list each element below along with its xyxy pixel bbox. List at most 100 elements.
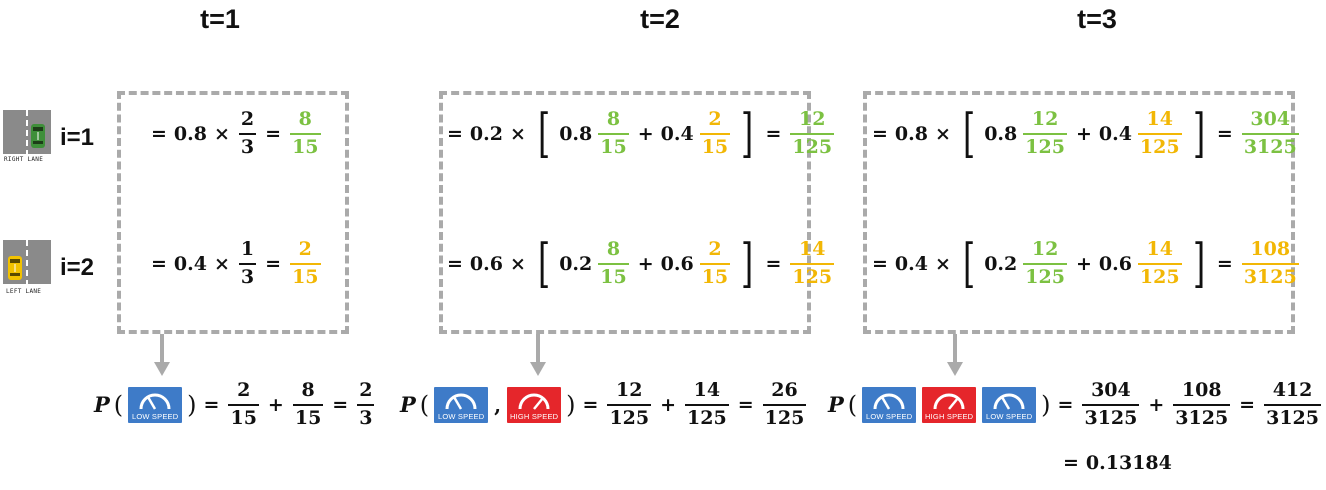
times-sign: × — [213, 252, 230, 275]
denominator: 125 — [1137, 263, 1182, 288]
denominator: 125 — [790, 263, 835, 288]
gauge-label: LOW SPEED — [437, 411, 485, 421]
numerator: 14 — [1146, 238, 1173, 261]
denominator: 3125 — [1241, 263, 1299, 288]
coefficient: 0.6 — [1098, 253, 1132, 275]
coefficient: 0.8 — [173, 122, 207, 145]
coefficient: 0.6 — [469, 253, 503, 275]
equals-sign: = — [872, 253, 888, 275]
equals-sign: = — [1216, 123, 1233, 145]
numerator: 2 — [240, 108, 255, 130]
low-speed-gauge-icon: LOW SPEED — [862, 386, 917, 423]
denominator: 125 — [607, 403, 652, 429]
coefficient: 0.8 — [894, 123, 928, 145]
denominator: 125 — [790, 133, 835, 158]
times-sign: × — [934, 253, 951, 275]
numerator: 8 — [606, 108, 621, 131]
numerator: 108 — [1250, 238, 1291, 261]
left-bracket: [ — [537, 104, 551, 164]
column-title-t1: t=1 — [200, 4, 240, 34]
denominator: 125 — [1137, 133, 1182, 158]
comma: , — [494, 392, 502, 417]
numerator: 12 — [798, 108, 826, 131]
equals-sign: = — [151, 122, 167, 145]
probability-symbol: P — [400, 392, 416, 418]
times-sign: × — [934, 123, 951, 145]
numerator: 108 — [1181, 379, 1222, 401]
left-lane-label: LEFT LANE — [6, 288, 42, 295]
equals-sign: = — [737, 393, 754, 416]
column-title-t2: t=2 — [640, 4, 680, 34]
denominator: 3 — [238, 262, 257, 288]
right-lane-label: RIGHT LANE — [4, 156, 44, 163]
coefficient: 0.8 — [559, 123, 593, 145]
denominator: 15 — [290, 132, 321, 158]
high-speed-gauge-icon: HIGH SPEED — [922, 386, 977, 423]
probability-t3: P ( LOW SPEED HIGH SPEED LOW SPEED ) = 3… — [828, 379, 1323, 429]
right-bracket: ] — [741, 234, 754, 294]
gauge-label: LOW SPEED — [985, 411, 1033, 421]
numerator: 2 — [359, 379, 373, 401]
equals-sign: = — [582, 393, 599, 416]
denominator: 15 — [290, 262, 321, 288]
close-paren: ) — [187, 390, 197, 419]
coefficient: 0.4 — [660, 123, 694, 145]
denominator: 125 — [1023, 263, 1067, 288]
times-sign: × — [509, 123, 526, 145]
coefficient: 0.4 — [1098, 123, 1132, 145]
left-bracket: [ — [537, 234, 551, 294]
open-paren: ( — [113, 390, 124, 419]
numerator: 2 — [298, 238, 312, 260]
row-label-i2: i=2 — [60, 254, 95, 281]
plus-sign: + — [637, 253, 654, 275]
numerator: 304 — [1091, 379, 1131, 401]
numerator: 12 — [1031, 108, 1059, 131]
low-speed-gauge-icon: LOW SPEED — [982, 386, 1037, 423]
plus-sign: + — [267, 393, 284, 416]
arrow-t1-icon — [154, 334, 170, 376]
right-bracket: ] — [741, 104, 754, 164]
denominator: 125 — [685, 403, 729, 429]
decimal-result: 0.13184 — [1085, 452, 1172, 474]
open-paren: ( — [847, 390, 858, 419]
denominator: 15 — [598, 263, 629, 288]
denominator: 15 — [699, 133, 731, 158]
numerator: 1 — [240, 238, 255, 260]
arrow-t3-icon — [947, 334, 963, 376]
coefficient: 0.6 — [660, 253, 694, 275]
denominator: 125 — [1023, 133, 1067, 158]
high-speed-gauge-icon: HIGH SPEED — [507, 386, 562, 423]
low-speed-gauge-icon: LOW SPEED — [128, 386, 183, 423]
numerator: 12 — [616, 379, 643, 401]
equals-sign: = — [1216, 253, 1233, 275]
plus-sign: + — [1075, 123, 1092, 145]
equals-sign: = — [765, 253, 782, 275]
right-lane-road-icon — [3, 110, 51, 158]
close-paren: ) — [566, 390, 576, 419]
coefficient: 0.4 — [173, 252, 207, 275]
denominator: 15 — [228, 403, 259, 429]
probability-t3-decimal: = 0.13184 — [1060, 452, 1172, 474]
column-title-t3: t=3 — [1077, 4, 1117, 34]
equals-sign: = — [1063, 452, 1079, 474]
denominator: 3125 — [1241, 133, 1299, 158]
coefficient: 0.8 — [984, 123, 1018, 145]
numerator: 14 — [798, 238, 826, 261]
right-bracket: ] — [1192, 104, 1205, 164]
